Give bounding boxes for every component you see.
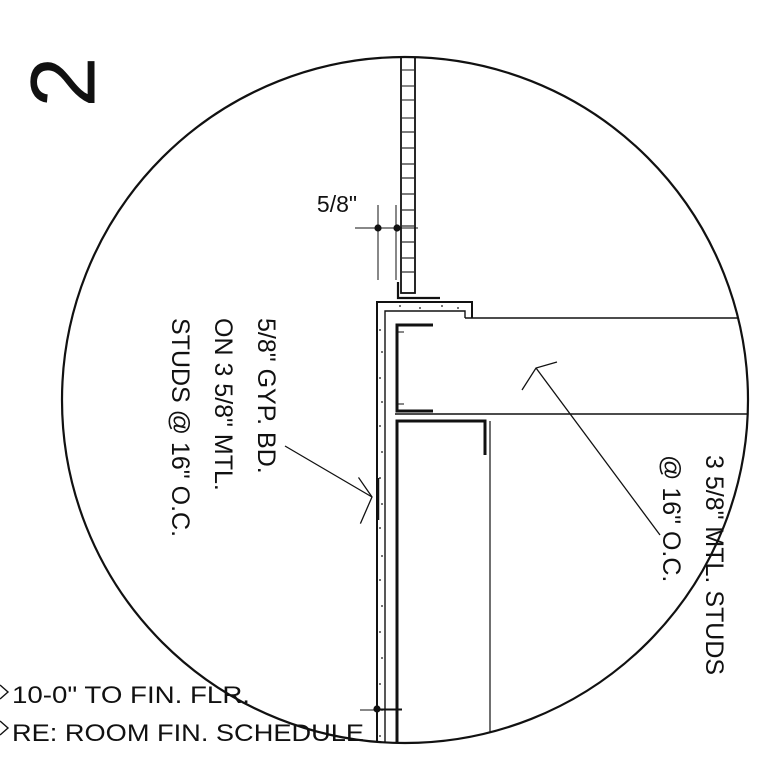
dimension-label: 5/8"	[317, 191, 357, 217]
soffit-outline	[376, 301, 473, 743]
clipped-geometry	[376, 57, 748, 743]
gyp-note-line2: ON 3 5/8" MTL.	[209, 318, 237, 491]
lower-stud	[395, 419, 487, 743]
angle-clip	[396, 282, 440, 300]
studs-leader	[521, 361, 661, 536]
height-note-line1: 10-0" TO FIN. FLR.	[12, 682, 250, 709]
gyp-leader	[284, 445, 380, 524]
gyp-stipple	[379, 305, 459, 737]
studs-note-line2: @ 16" O.C.	[657, 455, 685, 582]
upper-stud	[395, 323, 433, 413]
detail-number: 2	[12, 56, 114, 107]
height-note-line2: RE: ROOM FIN. SCHEDULE	[12, 720, 364, 747]
height-note: 10-0" TO FIN. FLR. RE: ROOM FIN. SCHEDUL…	[0, 682, 364, 747]
level-dot	[373, 705, 381, 713]
dimension-marks	[355, 205, 418, 280]
detail-circle	[60, 55, 750, 745]
upper-wall	[400, 57, 416, 294]
gyp-note-line3: STUDS @ 16" O.C.	[166, 318, 194, 537]
studs-note-line1: 3 5/8" MTL. STUDS	[700, 455, 728, 675]
studs-note: 3 5/8" MTL. STUDS @ 16" O.C.	[657, 455, 728, 675]
dim-dot-left	[374, 224, 382, 232]
gyp-note-line1: 5/8" GYP. BD.	[252, 318, 280, 474]
gyp-note: 5/8" GYP. BD. ON 3 5/8" MTL. STUDS @ 16"…	[166, 318, 280, 537]
upper-wall-hatch	[402, 69, 414, 273]
dim-dot-right	[393, 224, 401, 232]
